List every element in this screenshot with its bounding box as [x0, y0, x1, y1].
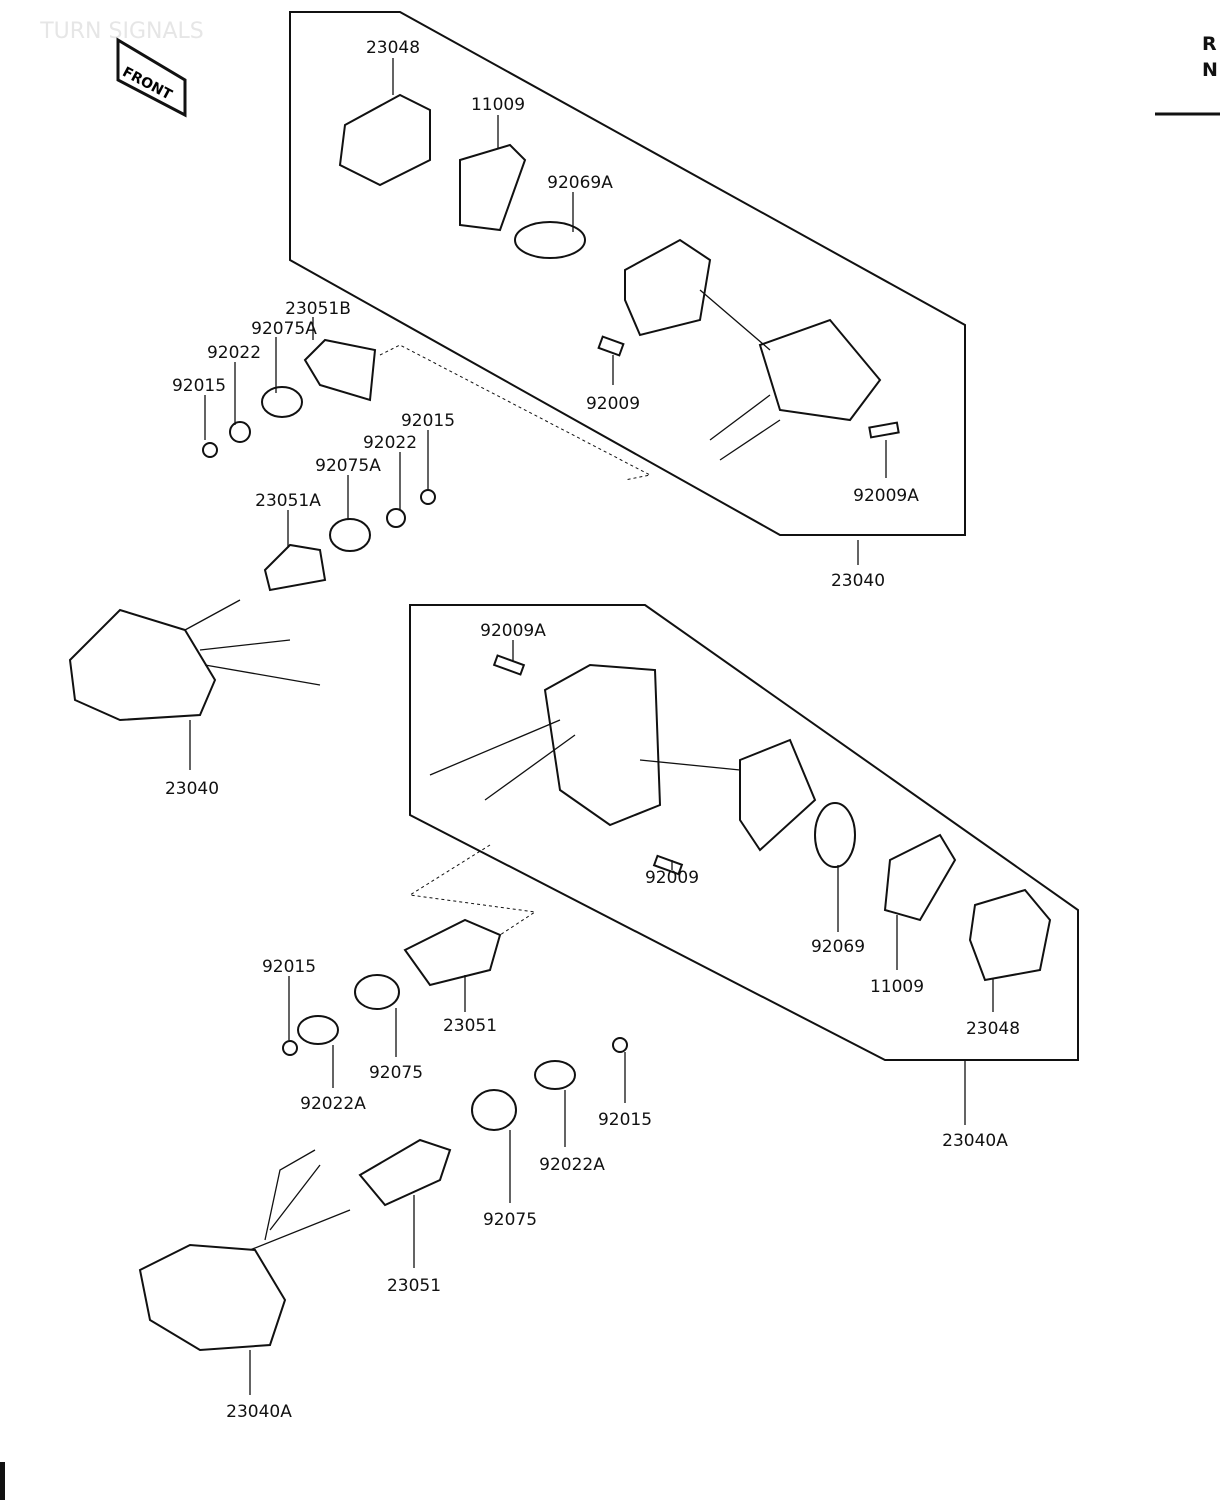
plate-92075a-1 — [261, 386, 303, 418]
label-23048: 23048 — [366, 38, 420, 58]
label-92069a: 92069A — [547, 173, 613, 193]
bracket-23051-2 — [358, 1138, 452, 1207]
plate-92075-2 — [471, 1089, 517, 1131]
bulb-92069-lower — [814, 802, 856, 868]
bracket-23051-1 — [403, 918, 502, 987]
screw-92009a-lower — [492, 654, 526, 676]
plate-92022a-2 — [534, 1060, 576, 1090]
label-92015: 92015 — [262, 957, 316, 977]
label-23051b: 23051B — [285, 299, 351, 319]
nut-92015-3 — [282, 1040, 298, 1056]
washer-92022-1 — [229, 421, 251, 443]
front-badge: FRONT — [116, 37, 187, 118]
label-23051a: 23051A — [255, 491, 321, 511]
housing-lower — [429, 663, 817, 852]
plate-92075-1 — [354, 974, 400, 1010]
lens-23048-lower — [968, 888, 1052, 982]
page-edge-mark — [0, 1462, 5, 1500]
nut-92015-1 — [202, 442, 218, 458]
screw-92009-lower — [652, 854, 684, 876]
label-92009: 92009 — [645, 868, 699, 888]
assembly-box-23040a — [409, 604, 1079, 1061]
label-23040: 23040 — [165, 779, 219, 799]
signal-23040a-left — [138, 1149, 351, 1352]
screw-92009-upper — [597, 335, 625, 357]
label-11009: 11009 — [471, 95, 525, 115]
signal-23040-left — [68, 599, 321, 722]
label-23048: 23048 — [966, 1019, 1020, 1039]
bulb-92069a-upper — [514, 221, 586, 259]
label-23051: 23051 — [443, 1016, 497, 1036]
label-92015: 92015 — [401, 411, 455, 431]
plate-92075a-2 — [329, 518, 371, 552]
diagram-title: TURN SIGNALS — [39, 19, 204, 44]
gasket-11009-upper — [459, 143, 527, 232]
nut-92015-4 — [612, 1037, 628, 1053]
nut-92015-2 — [420, 489, 436, 505]
screw-92009a-upper — [868, 421, 900, 439]
label-92015: 92015 — [598, 1110, 652, 1130]
label-92009: 92009 — [586, 394, 640, 414]
label-92009a: 92009A — [853, 486, 919, 506]
bracket-23051b — [303, 338, 377, 402]
svg-text:R: R — [1202, 33, 1217, 55]
bracket-23051a — [263, 543, 327, 592]
label-92022: 92022 — [207, 343, 261, 363]
label-23040a: 23040A — [226, 1402, 292, 1422]
label-23040a: 23040A — [942, 1131, 1008, 1151]
label-23040: 23040 — [831, 571, 885, 591]
housing-upper — [624, 238, 882, 461]
label-92022a: 92022A — [300, 1094, 366, 1114]
label-23051: 23051 — [387, 1276, 441, 1296]
label-92022: 92022 — [363, 433, 417, 453]
label-92075a: 92075A — [251, 319, 317, 339]
ref-column-header: R N — [1155, 33, 1220, 116]
washer-92022-2 — [386, 508, 406, 528]
gasket-11009-lower — [883, 833, 957, 922]
lens-23048-upper — [338, 93, 431, 187]
label-92015: 92015 — [172, 376, 226, 396]
plate-92022a-1 — [297, 1015, 339, 1045]
svg-text:N: N — [1202, 59, 1218, 81]
label-11009: 11009 — [870, 977, 924, 997]
assembly-box-23040 — [289, 11, 966, 536]
label-92075a: 92075A — [315, 456, 381, 476]
label-92069: 92069 — [811, 937, 865, 957]
label-92075: 92075 — [483, 1210, 537, 1230]
label-92022a: 92022A — [539, 1155, 605, 1175]
label-92075: 92075 — [369, 1063, 423, 1083]
label-92009a: 92009A — [480, 621, 546, 641]
